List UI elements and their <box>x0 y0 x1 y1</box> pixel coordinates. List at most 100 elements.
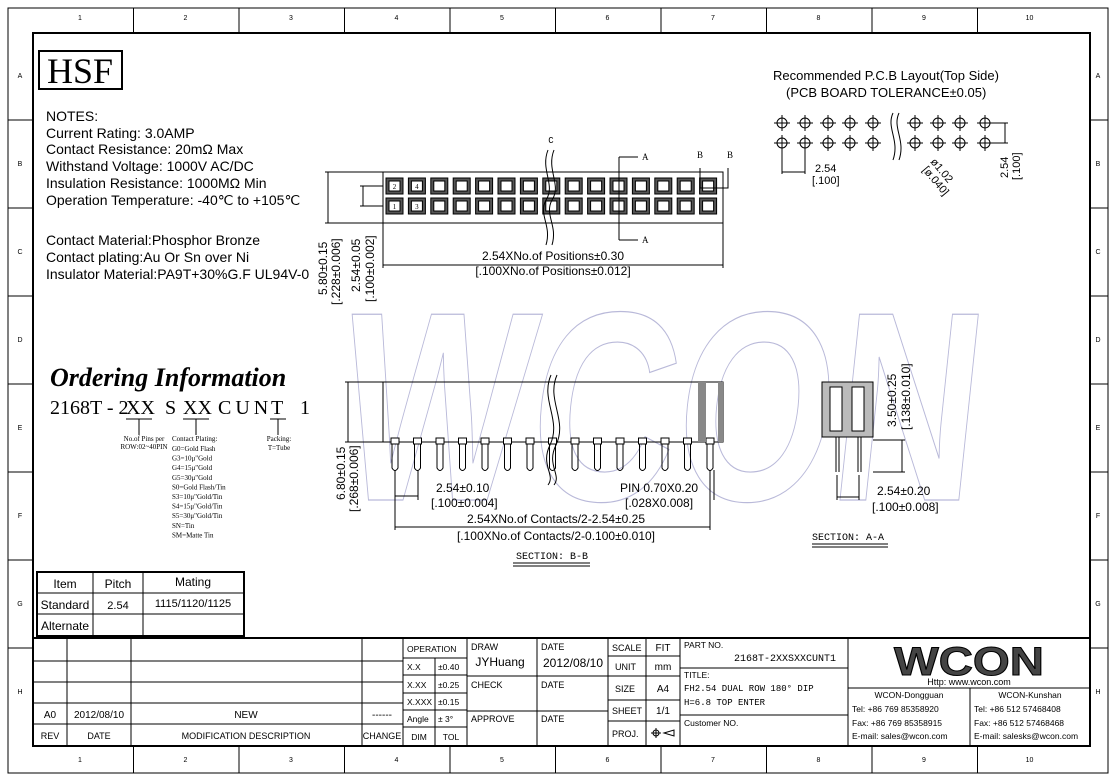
cell: Standard <box>41 598 90 612</box>
mating-table-border <box>36 571 245 637</box>
watermark: WCON <box>326 257 998 558</box>
tol-dim: Angle <box>407 714 429 724</box>
pcb-dim-pitch: 2.54 <box>815 163 836 175</box>
dim-length-in: [.100XNo.of Positions±0.012] <box>475 264 630 278</box>
dim-row-in: [.100±0.008] <box>872 500 939 514</box>
mating-table-grid <box>37 572 244 636</box>
pin-shoulder <box>390 437 400 445</box>
pcb-hole-icon <box>907 115 923 131</box>
contact-pin <box>481 444 489 471</box>
contact-pin <box>504 444 511 471</box>
pcb-hole-icon <box>820 135 836 151</box>
pcb-hole-icon <box>774 115 790 131</box>
pcb-hole-icon <box>930 115 946 131</box>
material-line: Contact Material:Phosphor Bronze <box>46 232 260 248</box>
office-email[interactable]: E-mail: sales@wcon.com <box>852 731 948 741</box>
plating-option: G5=30μ"Gold <box>172 474 213 482</box>
plating-option: S3=10μ"Gold/Tin <box>172 493 223 501</box>
code-row: S <box>165 397 176 419</box>
note-line: Current Rating: 3.0AMP <box>46 125 195 141</box>
hsf-logo: HSF <box>47 51 113 91</box>
section-b-cut-line <box>699 168 729 189</box>
pcb-hole-icon <box>952 135 968 151</box>
section-aa-lines <box>835 437 905 500</box>
draw-date: 2012/08/10 <box>543 656 603 670</box>
break-line <box>546 374 561 486</box>
sheet-value: 1/1 <box>656 706 670 717</box>
dim-pin-in: [.028X0.008] <box>625 496 693 510</box>
contact-pin <box>594 444 601 471</box>
office-email[interactable]: E-mail: salesks@wcon.com <box>974 731 1078 741</box>
zone-row-label: C <box>1095 249 1100 256</box>
pin-cavity-opening <box>522 180 535 192</box>
pin-cavity-opening <box>410 180 423 192</box>
pin-cavity-opening <box>545 180 558 192</box>
section-bb-dim-lines <box>345 381 715 530</box>
pcb-layout-title: Recommended P.C.B Layout(Top Side) <box>773 68 999 83</box>
contact-pin <box>571 444 579 471</box>
tol-value: ±0.25 <box>438 680 459 690</box>
notes: NOTES: Current Rating: 3.0AMP Contact Re… <box>46 108 309 282</box>
contact-pin <box>684 444 691 471</box>
unit-label: UNIT <box>615 662 636 672</box>
mating-table: Item Pitch Mating Standard 2.54 1115/112… <box>36 571 245 637</box>
zone-column-label: 9 <box>922 15 926 22</box>
rev-header: MODIFICATION DESCRIPTION <box>182 731 311 741</box>
pin-cavity-opening <box>433 200 446 212</box>
tol-dim: X.XXX <box>407 697 432 707</box>
zone-column-label: 4 <box>395 757 399 764</box>
section-aa-label: SECTION: A-A <box>812 533 884 544</box>
pcb-hole-icon <box>842 115 858 131</box>
office-fax: Fax: +86 769 85358915 <box>852 718 942 728</box>
pin-cavity-opening <box>410 200 423 212</box>
company-grid <box>848 687 1090 746</box>
pin-cavity-opening <box>567 200 580 212</box>
revision-grid <box>33 638 404 746</box>
hsf-logo-box <box>38 50 123 90</box>
pcb-dim-pitch-in: [.100] <box>812 175 840 187</box>
cell: Alternate <box>41 619 89 633</box>
note-line: Withstand Voltage: 1000V AC/DC <box>46 158 254 174</box>
contact-pin <box>459 444 466 471</box>
dimension-lines <box>325 171 724 268</box>
code-prefix: 2168T - 2 <box>50 397 129 419</box>
pcb-dim-row-in: [.100] <box>1011 152 1023 180</box>
sheet-info-grid <box>608 638 681 746</box>
part-grid <box>680 638 849 746</box>
header-mating: Mating <box>175 575 211 589</box>
zone-column-label: 7 <box>711 757 715 764</box>
pin-cavity-opening <box>679 200 692 212</box>
pcb-hole-icon <box>865 115 881 131</box>
zone-column-label: 10 <box>1026 757 1034 764</box>
pin-shoulder <box>525 437 535 445</box>
pin-cavity-opening <box>478 200 491 212</box>
zone-row-label: G <box>1095 601 1100 608</box>
pin-shoulder <box>480 437 490 445</box>
rev-header: CHANGE <box>363 731 402 741</box>
pins-label: No.of Pins per <box>124 435 165 443</box>
section-a-cut-line <box>618 156 638 241</box>
section-a-label: A <box>642 235 649 245</box>
pin-cavity-opening <box>590 200 603 212</box>
rev-description: NEW <box>234 710 258 721</box>
section-c-label: C <box>548 136 554 146</box>
pin-shoulder <box>503 437 512 445</box>
company-website[interactable]: Http: www.wcon.com <box>927 677 1011 687</box>
zone-column-label: 5 <box>500 15 504 22</box>
tolerance-grid <box>403 638 468 746</box>
office-name: WCON-Kunshan <box>998 690 1062 700</box>
zone-column-label: 3 <box>289 15 293 22</box>
date-label: DATE <box>541 642 564 652</box>
pin-cavity-opening <box>388 200 401 212</box>
pcb-hole-icon <box>797 115 813 131</box>
plating-option: G3=10μ"Gold <box>172 455 213 463</box>
dim-pitch: 2.54±0.05 <box>349 238 363 292</box>
dim-height: 5.80±0.15 <box>316 241 330 295</box>
ordering-title: Ordering Information <box>50 363 286 392</box>
section-b-label: B <box>727 150 733 160</box>
pin-shoulder <box>413 437 422 445</box>
note-line: Operation Temperature: -40℃ to +105℃ <box>46 192 300 208</box>
pin-cavity-opening <box>702 180 715 192</box>
tol-footer: DIM <box>411 732 427 742</box>
